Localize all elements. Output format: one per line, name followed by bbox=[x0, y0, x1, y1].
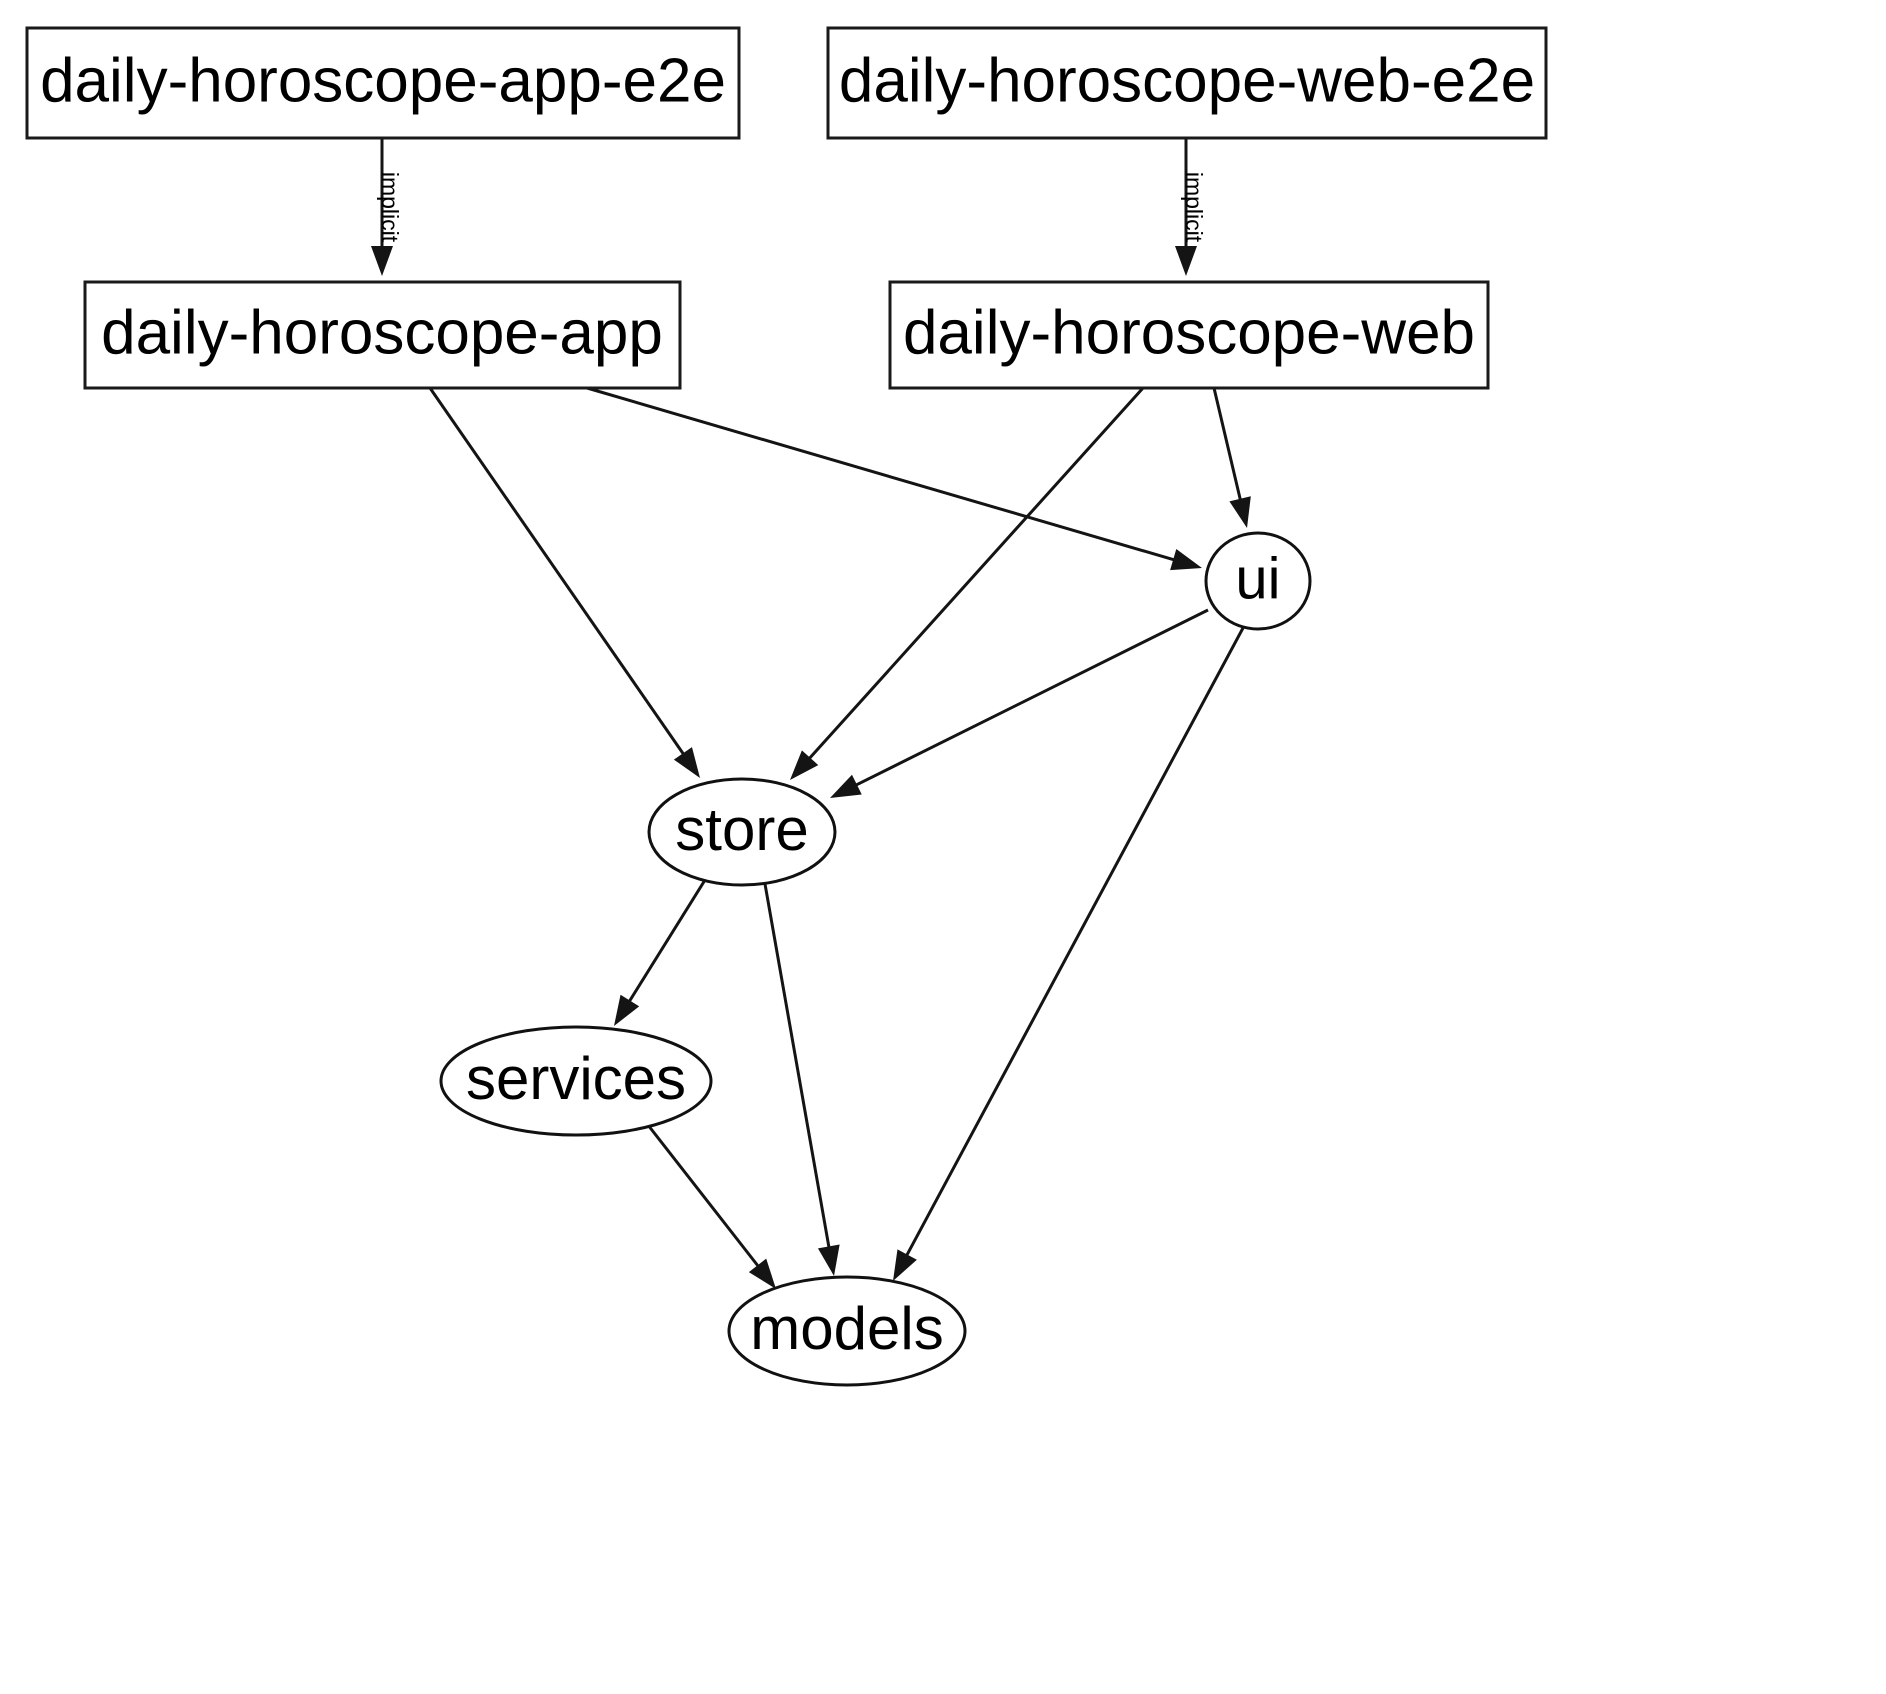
node-ellipse[interactable] bbox=[439, 1025, 713, 1137]
edge-ui-to-models bbox=[893, 627, 1245, 1281]
edge-daily-horoscope-app-e2e-to-daily-horoscope-app bbox=[371, 138, 393, 276]
node-services[interactable]: services bbox=[439, 1025, 713, 1137]
node-daily-horoscope-app-e2e[interactable]: daily-horoscope-app-e2e bbox=[25, 26, 741, 140]
node-label-models: models bbox=[750, 1295, 943, 1362]
node-rect[interactable] bbox=[83, 280, 682, 390]
edge-daily-horoscope-web-e2e-to-daily-horoscope-web bbox=[1175, 138, 1197, 276]
edge-labels-layer: implicit implicit bbox=[377, 172, 1207, 243]
edge-arrowhead bbox=[1170, 549, 1202, 571]
edge-line bbox=[586, 386, 1178, 563]
edge-line bbox=[852, 608, 1209, 788]
node-ellipse[interactable] bbox=[647, 777, 837, 887]
node-ellipse[interactable] bbox=[727, 1275, 967, 1387]
edge-arrowhead bbox=[893, 1249, 917, 1281]
node-daily-horoscope-app[interactable]: daily-horoscope-app bbox=[83, 280, 682, 390]
edge-arrowhead bbox=[830, 774, 862, 798]
nodes-layer: daily-horoscope-app-e2e daily-horoscope-w… bbox=[25, 26, 1548, 1387]
node-label-services: services bbox=[466, 1045, 686, 1112]
edge-daily-horoscope-web-to-store bbox=[790, 386, 1145, 780]
node-label-ui: ui bbox=[1235, 546, 1280, 611]
edge-store-to-services bbox=[614, 879, 707, 1026]
edge-arrowhead bbox=[1229, 496, 1251, 528]
edge-arrowhead bbox=[748, 1258, 776, 1289]
node-ellipse[interactable] bbox=[1204, 531, 1312, 631]
node-daily-horoscope-web[interactable]: daily-horoscope-web bbox=[888, 280, 1490, 390]
node-label-daily-horoscope-web-e2e: daily-horoscope-web-e2e bbox=[839, 46, 1535, 115]
edge-line bbox=[626, 879, 707, 1005]
edge-line bbox=[1212, 387, 1243, 504]
edge-line bbox=[806, 386, 1145, 762]
edge-line bbox=[646, 1124, 762, 1270]
edge-store-to-models bbox=[763, 883, 840, 1276]
edge-services-to-models bbox=[646, 1124, 776, 1289]
edge-arrowhead bbox=[673, 747, 700, 778]
node-rect[interactable] bbox=[826, 26, 1548, 140]
node-models[interactable]: models bbox=[727, 1275, 967, 1387]
edge-arrowhead bbox=[790, 750, 819, 780]
node-label-daily-horoscope-web: daily-horoscope-web bbox=[903, 298, 1475, 367]
edge-daily-horoscope-app-to-store bbox=[428, 387, 700, 778]
node-label-daily-horoscope-app-e2e: daily-horoscope-app-e2e bbox=[40, 46, 726, 115]
node-ui[interactable]: ui bbox=[1204, 531, 1312, 631]
node-rect[interactable] bbox=[25, 26, 741, 140]
node-label-daily-horoscope-app: daily-horoscope-app bbox=[101, 298, 663, 367]
edge-label-implicit: implicit bbox=[377, 172, 403, 243]
edge-daily-horoscope-web-to-ui bbox=[1212, 387, 1251, 528]
edge-label-implicit: implicit bbox=[1181, 172, 1207, 243]
edge-ui-to-store bbox=[830, 608, 1209, 798]
edges-layer bbox=[371, 138, 1251, 1289]
edge-line bbox=[428, 387, 687, 758]
edge-arrowhead bbox=[614, 994, 640, 1026]
node-daily-horoscope-web-e2e[interactable]: daily-horoscope-web-e2e bbox=[826, 26, 1548, 140]
edge-line bbox=[763, 883, 831, 1251]
edge-arrowhead bbox=[371, 246, 393, 276]
edge-daily-horoscope-app-to-ui bbox=[586, 386, 1202, 571]
edge-arrowhead bbox=[817, 1244, 840, 1276]
edge-arrowhead bbox=[1175, 246, 1197, 276]
node-label-store: store bbox=[675, 796, 808, 863]
node-rect[interactable] bbox=[888, 280, 1490, 390]
edge-line bbox=[903, 627, 1245, 1259]
node-store[interactable]: store bbox=[647, 777, 837, 887]
